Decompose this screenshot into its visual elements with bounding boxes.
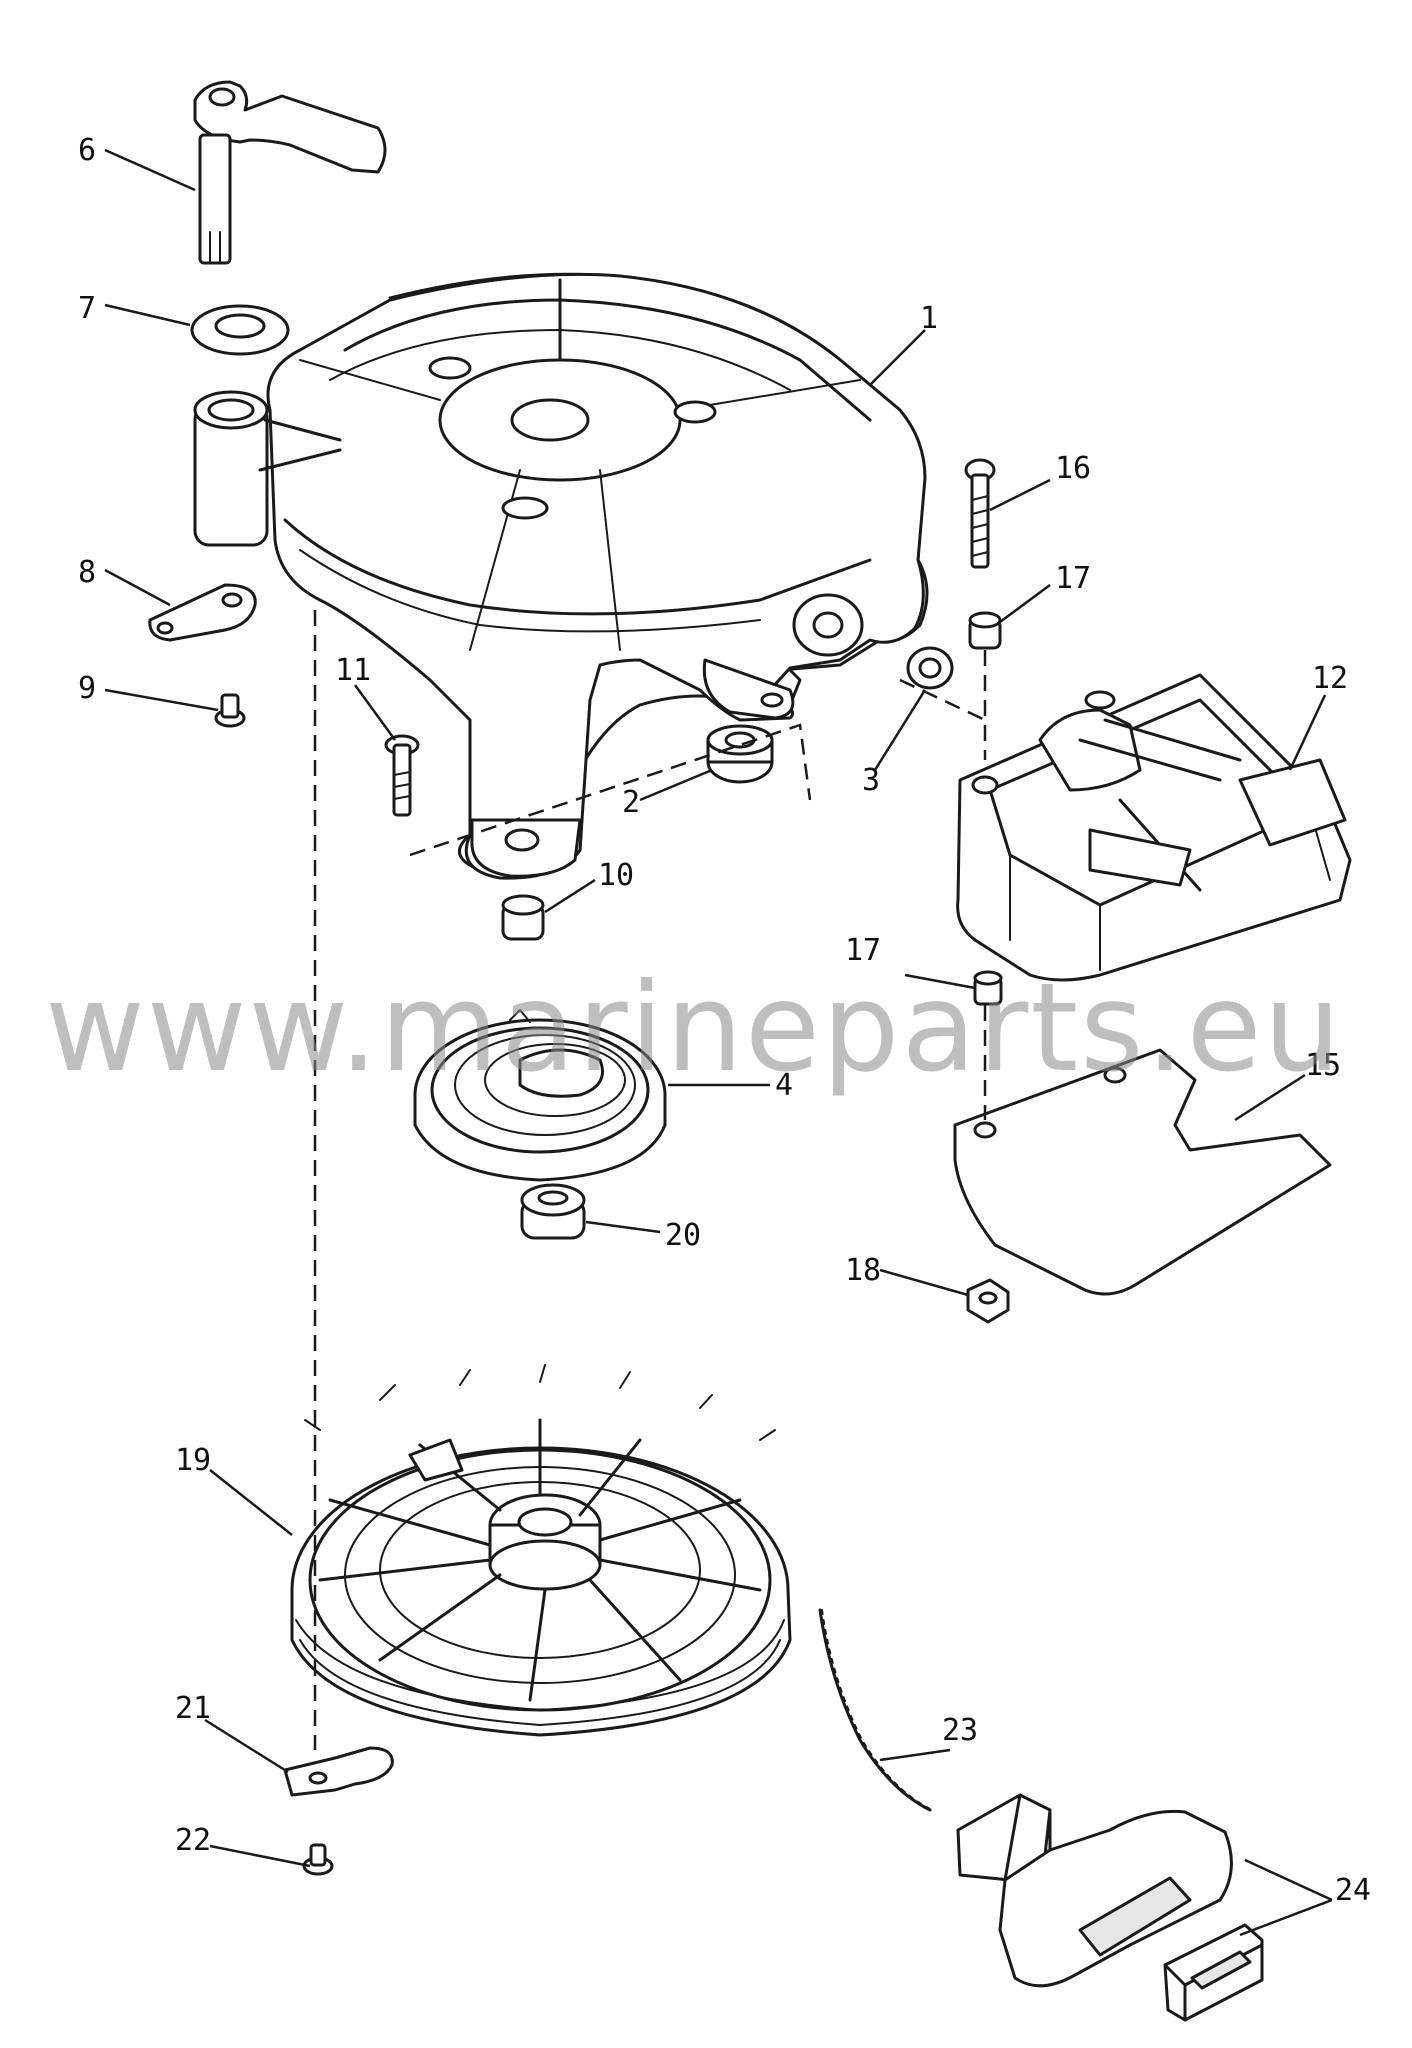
callout-17-lower: 17	[845, 933, 881, 968]
callout-23: 23	[942, 1713, 978, 1748]
callout-19: 19	[175, 1443, 211, 1478]
callout-15: 15	[1305, 1048, 1341, 1083]
callout-1: 1	[920, 301, 938, 336]
part-9-screw	[214, 693, 246, 728]
part-11-bolt	[384, 734, 420, 817]
part-16-screw	[964, 458, 996, 569]
part-17-nut-lower	[973, 970, 1003, 1006]
callout-4: 4	[775, 1068, 793, 1103]
callout-17-upper: 17	[1055, 561, 1091, 596]
part-7-washer	[190, 304, 290, 356]
callout-10: 10	[598, 858, 634, 893]
part-3-ring	[906, 646, 954, 690]
part-2-bushing	[706, 724, 774, 784]
callout-6: 6	[78, 133, 96, 168]
part-18-nut	[966, 1278, 1010, 1324]
part-1-starter-housing	[193, 272, 929, 880]
part-24-handle	[956, 1793, 1264, 2022]
callout-20: 20	[665, 1218, 701, 1253]
part-20-bushing	[520, 1183, 586, 1240]
callout-12: 12	[1312, 661, 1348, 696]
callout-16: 16	[1055, 451, 1091, 486]
callout-22: 22	[175, 1823, 211, 1858]
callout-8: 8	[78, 555, 96, 590]
callout-3: 3	[862, 763, 880, 798]
watermark-text: www.marineparts.eu	[45, 957, 1343, 1099]
part-21-clip	[283, 1746, 394, 1797]
part-15-gasket-plate	[953, 1048, 1332, 1296]
callout-7: 7	[78, 291, 96, 326]
part-6-lever	[193, 80, 387, 265]
callout-9: 9	[78, 671, 96, 706]
part-12-interlock-assembly	[956, 673, 1352, 982]
callout-2: 2	[622, 785, 640, 820]
part-22-screw	[302, 1843, 334, 1876]
part-17-nut-upper	[968, 611, 1002, 650]
part-4-rewind-spring	[413, 1009, 667, 1182]
part-23-starter-rope	[818, 1608, 933, 1812]
callout-18: 18	[845, 1253, 881, 1288]
callout-24: 24	[1335, 1873, 1371, 1908]
callout-11: 11	[335, 653, 371, 688]
assembly-guide-lines	[313, 610, 987, 1750]
part-10-bushing	[501, 894, 545, 941]
part-19-pulley	[290, 1364, 792, 1737]
part-8-pawl-plate	[148, 583, 257, 642]
leader-lines	[104, 148, 1333, 1937]
callout-21: 21	[175, 1691, 211, 1726]
callout-labels: 6 7 1 8 9 11 2 3 10 16 17 12 17 15 18 4 …	[78, 133, 1371, 1908]
